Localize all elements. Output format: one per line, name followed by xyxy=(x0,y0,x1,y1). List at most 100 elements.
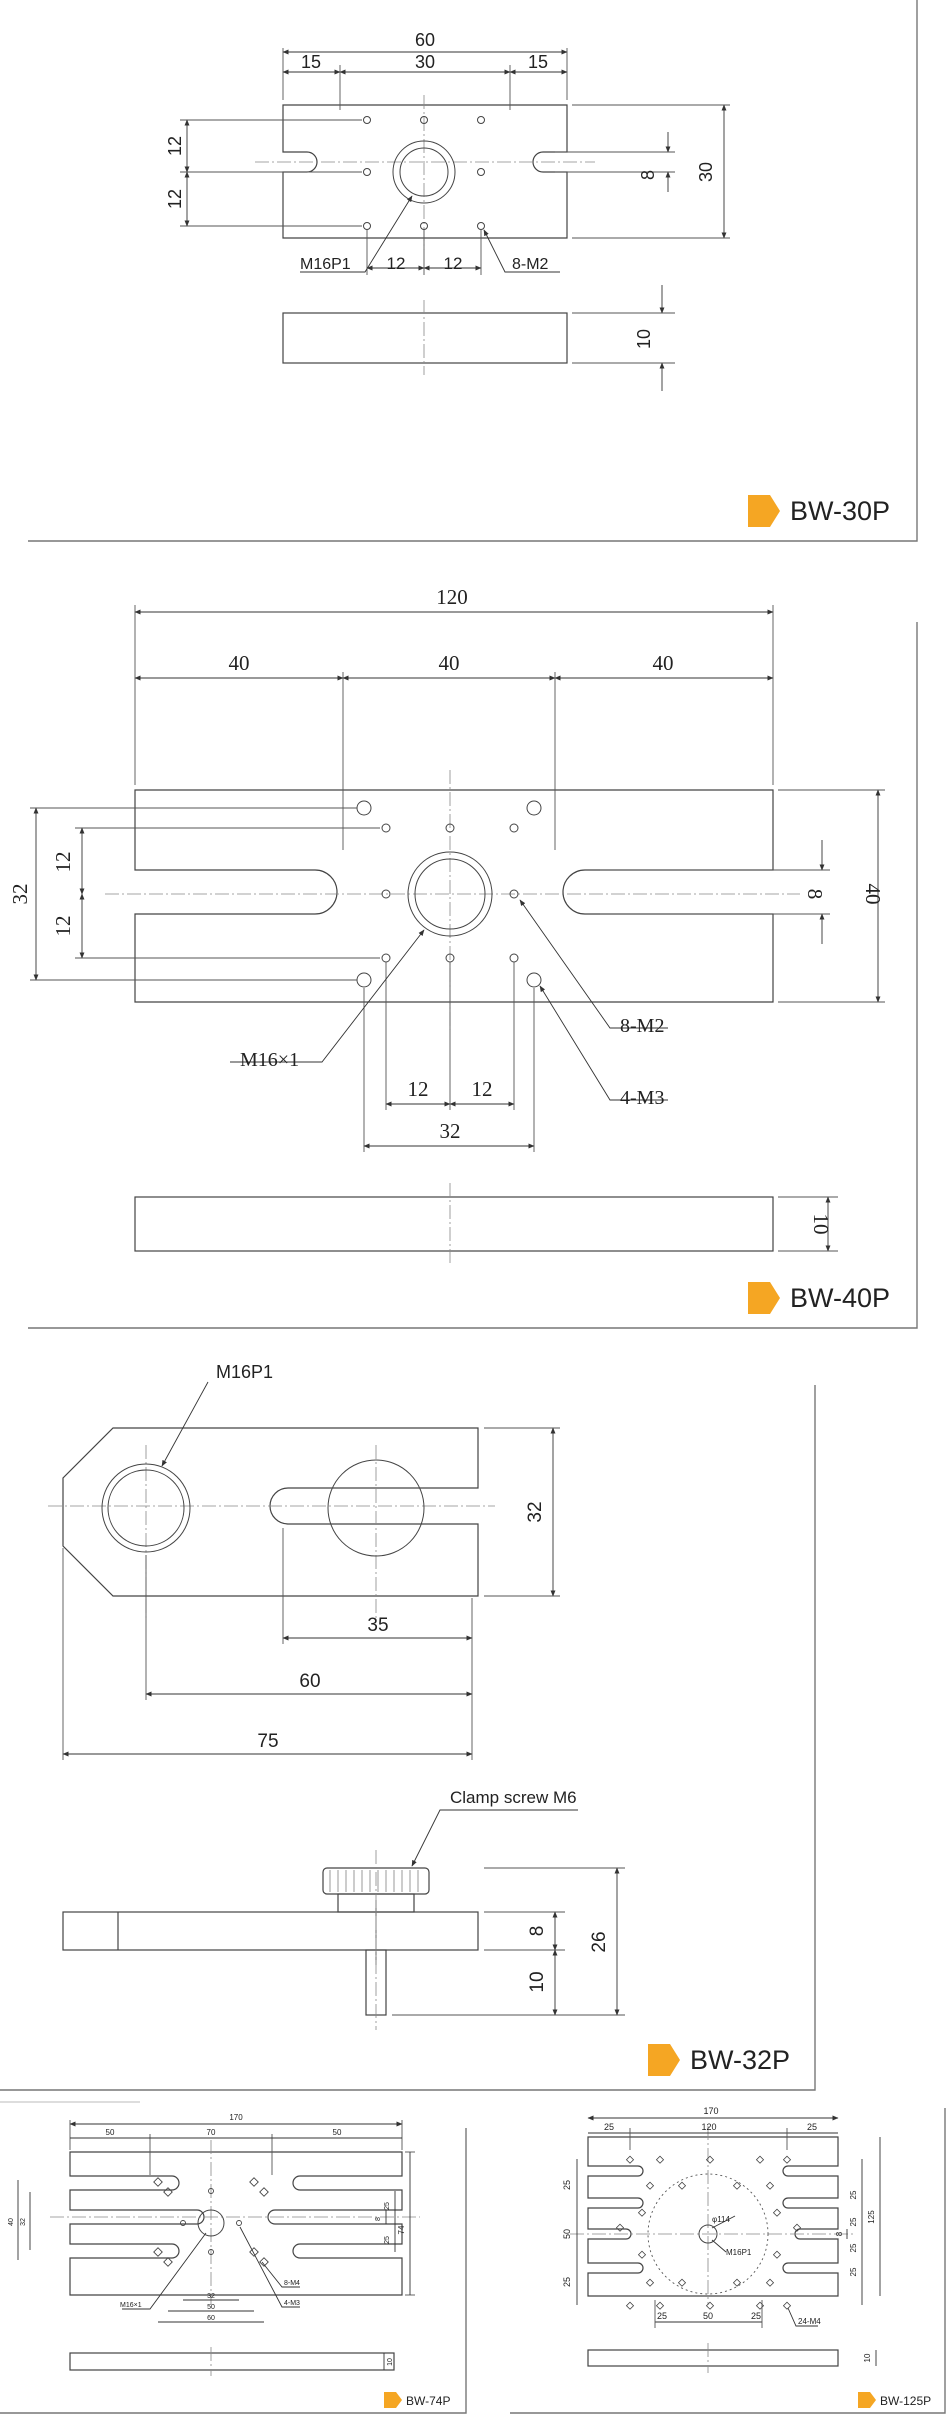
bw125p-dim-b3: 25 xyxy=(751,2311,761,2321)
panel-bw74p: 170 50 70 50 74 8 25 25 40 32 32 50 60 M… xyxy=(0,2113,467,2414)
bw40p-dim-pitch-a: 12 xyxy=(408,1077,429,1101)
bw32p-dim-26: 26 xyxy=(589,1931,610,1952)
bw30p-dim-overall: 60 xyxy=(415,30,435,50)
panel-bw30p: 60 15 30 15 30 8 12 12 12 12 xyxy=(28,0,918,542)
bw32p-dim-60: 60 xyxy=(299,1671,320,1692)
bw125p-center-bore xyxy=(698,2224,718,2244)
bw40p-label-marker xyxy=(748,1282,780,1314)
bw32p-dim-35: 35 xyxy=(367,1615,388,1636)
bw125p-dim-r2: 25 xyxy=(849,2217,858,2226)
bw30p-dim-up: 12 xyxy=(165,136,185,156)
bw40p-dim-down: 12 xyxy=(51,916,75,937)
bw40p-side-view xyxy=(134,1196,774,1252)
bw40p-dim-mid: 40 xyxy=(439,651,460,675)
bw40p-dim-overall: 120 xyxy=(436,585,468,609)
bw74p-dim-height: 74 xyxy=(397,2225,406,2234)
bw125p-side-view xyxy=(587,2349,839,2367)
bw125p-dim-v2: 50 xyxy=(562,2229,572,2239)
bw30p-side-view xyxy=(282,312,568,364)
bw74p-dim-inner2: 50 xyxy=(207,2304,215,2311)
bw40p-dim-pitch-b: 12 xyxy=(472,1077,493,1101)
bw40p-dim-up: 12 xyxy=(51,852,75,873)
bw125p-label-marker xyxy=(858,2392,876,2408)
bw74p-label-marker xyxy=(384,2392,402,2408)
bw74p-dim-left: 50 xyxy=(106,2128,115,2137)
bw74p-dim-slot: 8 xyxy=(375,2217,382,2221)
bw30p-plan-outline xyxy=(282,104,568,239)
bw30p-frame xyxy=(28,0,918,542)
bw74p-dim-left-b: 32 xyxy=(20,2218,27,2226)
bw32p-callout-thread: M16P1 xyxy=(216,1362,273,1382)
bw40p-callout-thread: M16×1 xyxy=(240,1049,299,1071)
bw30p-callout-thread: M16P1 xyxy=(300,256,351,273)
bw32p-label-marker xyxy=(648,2044,680,2076)
bw40p-dim-thickness: 10 xyxy=(809,1214,833,1235)
bw74p-frame xyxy=(0,2128,467,2414)
bw40p-callout-holes-a: 8-M2 xyxy=(620,1015,664,1037)
bw32p-frame xyxy=(0,1385,816,2091)
bw125p-dim-top-left: 25 xyxy=(604,2122,614,2132)
bw30p-dim-height: 30 xyxy=(696,162,716,182)
bw30p-dim-mid: 30 xyxy=(415,52,435,72)
bw32p-center-bore xyxy=(101,1463,191,1553)
bw125p-dim-r4: 25 xyxy=(849,2267,858,2276)
bw125p-dim-top-right: 25 xyxy=(807,2122,817,2132)
bw30p-dim-slot: 8 xyxy=(638,170,658,180)
panel-bw40p: 120 40 40 40 40 8 32 12 12 xyxy=(8,585,918,1329)
bw30p-dim-pitch-a: 12 xyxy=(387,254,406,273)
panel-bw32p: M16P1 32 35 60 75 Clamp screw M6 xyxy=(0,1362,816,2091)
bw30p-hole-pattern xyxy=(363,116,485,230)
bw30p-center-bore xyxy=(392,140,456,204)
bw125p-label: BW-125P xyxy=(880,2394,931,2408)
bw74p-center-bore xyxy=(197,2209,225,2237)
bw30p-dim-left: 15 xyxy=(301,52,321,72)
bw125p-dim-overall: 170 xyxy=(703,2106,718,2116)
bw125p-frame xyxy=(510,2108,946,2414)
bw40p-dim-height: 40 xyxy=(861,884,885,905)
bw40p-frame xyxy=(28,622,918,1329)
bw125p-dim-thickness: 10 xyxy=(863,2353,872,2362)
bw40p-callout-holes-b: 4-M3 xyxy=(620,1087,664,1109)
bw74p-dim-side-a: 25 xyxy=(384,2202,391,2210)
bw74p-dim-right: 50 xyxy=(333,2128,342,2137)
bw30p-label-marker xyxy=(748,495,780,527)
bw30p-dim-pitch-b: 12 xyxy=(444,254,463,273)
bw125p-dim-b1: 25 xyxy=(657,2311,667,2321)
bw32p-dim-10: 10 xyxy=(527,1971,548,1992)
bw32p-dim-8: 8 xyxy=(527,1926,548,1937)
bw30p-label: BW-30P xyxy=(790,496,890,526)
bw32p-label: BW-32P xyxy=(690,2045,790,2075)
bw74p-plan-outline xyxy=(69,2151,403,2296)
bw40p-label: BW-40P xyxy=(790,1283,890,1313)
bw40p-dim-span: 32 xyxy=(8,884,32,905)
bw30p-dim-down: 12 xyxy=(165,189,185,209)
bw74p-dim-inner3: 60 xyxy=(207,2315,215,2322)
bw40p-dim-left: 40 xyxy=(229,651,250,675)
bw40p-dim-slot: 8 xyxy=(803,889,827,900)
bw74p-label: BW-74P xyxy=(406,2394,450,2408)
bw32p-dim-height: 32 xyxy=(525,1501,546,1522)
bw125p-hole-pattern xyxy=(615,2155,802,2310)
bw125p-dim-r3: 25 xyxy=(849,2243,858,2252)
bw125p-callout-thread: M16P1 xyxy=(726,2248,752,2257)
bw32p-plan-outline xyxy=(62,1427,479,1597)
bw32p-side-view xyxy=(62,1911,479,1951)
bw125p-callout-dia: φ114 xyxy=(712,2215,730,2224)
bw125p-dim-v3: 25 xyxy=(562,2277,572,2287)
bw40p-plan-outline xyxy=(134,789,774,1003)
bw125p-dim-b2: 50 xyxy=(703,2311,713,2321)
bw125p-dim-height: 125 xyxy=(867,2210,876,2224)
bw125p-pcd-circle xyxy=(647,2173,769,2295)
bw74p-dim-mid: 70 xyxy=(207,2128,216,2137)
bw74p-dim-side-b: 25 xyxy=(384,2236,391,2244)
bw32p-dim-75: 75 xyxy=(257,1731,278,1752)
bw40p-dim-right: 40 xyxy=(653,651,674,675)
bw30p-callout-holes: 8-M2 xyxy=(512,256,549,273)
panel-bw125p: 170 25 120 25 25 50 25 25 25 25 25 8 125… xyxy=(510,2106,946,2414)
bw125p-dim-v1: 25 xyxy=(562,2180,572,2190)
bw40p-center-bore xyxy=(407,851,493,937)
bw74p-callout-holes-a: 8-M4 xyxy=(284,2280,300,2287)
bw30p-dim-thickness: 10 xyxy=(634,329,654,349)
bw125p-callout-holes: 24-M4 xyxy=(798,2317,821,2326)
